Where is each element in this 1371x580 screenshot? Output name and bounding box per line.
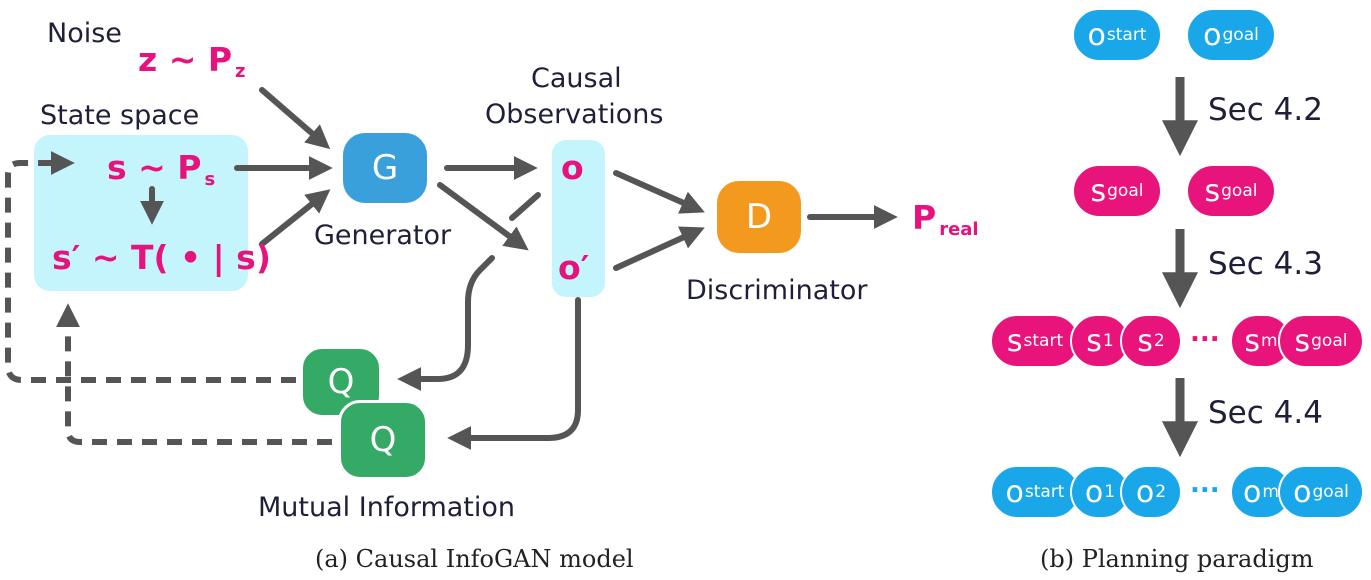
observation-o: o	[561, 148, 584, 187]
observations-panel	[552, 140, 605, 297]
row4-ellipsis: ...	[1190, 469, 1220, 499]
pill-base: o	[1135, 474, 1155, 510]
causal-observations-label-2: Observations	[485, 99, 664, 130]
mutual-information-label: Mutual Information	[258, 492, 516, 523]
pill-base: o	[1203, 17, 1222, 53]
pill-sub: m	[1262, 482, 1279, 502]
pill-base: o	[1087, 17, 1106, 53]
causal-observations-label-1: Causal	[531, 63, 622, 94]
pill-base: s	[1086, 323, 1102, 359]
pill-base: o	[1293, 474, 1312, 510]
p-real-base: P	[912, 198, 937, 237]
caption-a: (a) Causal InfoGAN model	[315, 545, 634, 573]
transition-expr: s′ ~ T( • | s)	[52, 238, 271, 277]
generator-label: Generator	[314, 220, 452, 251]
step-label-sec-4-3: Sec 4.3	[1208, 246, 1323, 282]
state-subscript: s	[204, 169, 216, 190]
pill-base: o	[1005, 474, 1024, 510]
discriminator-node: D	[717, 181, 801, 253]
pill-base: s	[1294, 323, 1311, 359]
noise-expr: z ~ P	[138, 40, 233, 79]
observation-o-prime: o′	[558, 248, 590, 287]
p-real-subscript: real	[939, 219, 979, 240]
pill-sub: 1	[1104, 482, 1116, 502]
noise-subscript: z	[235, 61, 246, 82]
generator-node: G	[343, 133, 427, 203]
pill-sub: goal	[1312, 482, 1349, 502]
state-space-label: State space	[40, 100, 200, 131]
row3-ellipsis: ...	[1190, 318, 1220, 348]
pill-base: s	[1204, 173, 1221, 209]
pill-sub: m	[1261, 331, 1278, 351]
pill-sub: start	[1024, 482, 1065, 502]
q-node-2: Q	[338, 400, 428, 480]
state-expr: s ~ P	[107, 148, 202, 187]
pill-sub: start	[1106, 25, 1147, 45]
pill-sub: goal	[1311, 331, 1348, 351]
caption-b: (b) Planning paradigm	[1040, 545, 1314, 573]
noise-label: Noise	[47, 18, 122, 49]
step-label-sec-4-2: Sec 4.2	[1208, 92, 1323, 128]
pill-base: o	[1243, 474, 1262, 510]
discriminator-label: Discriminator	[686, 275, 868, 306]
pill-sub: goal	[1222, 25, 1259, 45]
pill-base: s	[1006, 323, 1023, 359]
pill-base: s	[1137, 323, 1153, 359]
pill-base: s	[1090, 173, 1107, 209]
pill-sub: goal	[1107, 181, 1144, 201]
pill-sub: 2	[1155, 482, 1167, 502]
pill-sub: 1	[1102, 331, 1114, 351]
pill-sub: goal	[1221, 181, 1258, 201]
pill-base: s	[1244, 323, 1261, 359]
pill-base: o	[1084, 474, 1104, 510]
step-label-sec-4-4: Sec 4.4	[1208, 395, 1323, 431]
pill-sub: start	[1023, 331, 1064, 351]
pill-sub: 2	[1153, 331, 1165, 351]
